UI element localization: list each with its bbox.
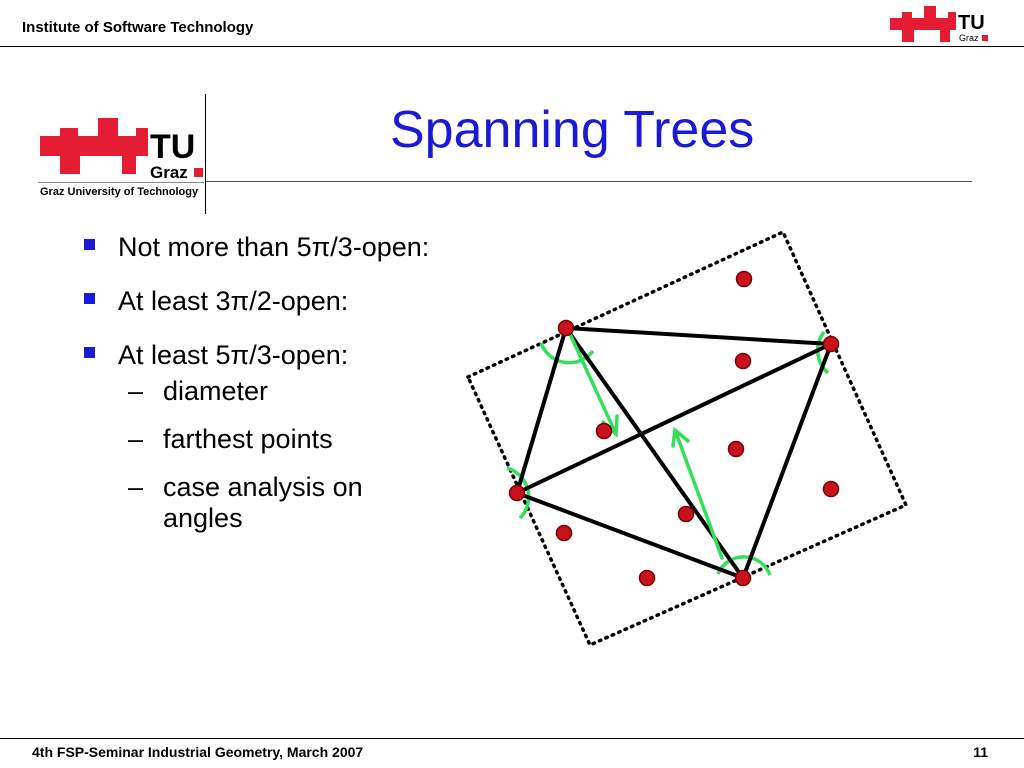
point-marker (557, 319, 575, 337)
point-marker (555, 524, 573, 542)
title-underline (206, 181, 972, 182)
bullet-item: At least 5π/3-open: (84, 336, 524, 376)
subbullet-item: – case analysis on angles (84, 472, 403, 534)
tu-graz-logo: TU Graz Graz University of Technology (38, 118, 204, 198)
point-marker (595, 422, 613, 440)
dash-icon: – (128, 376, 144, 406)
bounding-rectangle (465, 229, 909, 648)
subbullet-item: – farthest points (84, 424, 524, 455)
header-divider (0, 46, 1024, 47)
footer-event: 4th FSP-Seminar Industrial Geometry, Mar… (32, 744, 364, 760)
logo-university: Graz University of Technology (40, 186, 199, 198)
angle-arc (716, 555, 772, 576)
subbullet-text: diameter (163, 376, 269, 406)
subbullet-item: – diameter (84, 376, 524, 407)
footer-divider (0, 738, 1024, 739)
edge-line (515, 327, 568, 494)
dash-icon: – (128, 472, 144, 502)
logo-divider (205, 94, 206, 214)
logo-tu: TU (150, 128, 195, 166)
point-marker (822, 480, 840, 498)
point-marker (734, 352, 752, 370)
dash-icon: – (128, 424, 144, 454)
spanning-tree-figure (465, 229, 909, 648)
bullet-square-icon (84, 347, 95, 358)
point-marker (638, 569, 656, 587)
logo-small-tu: TU (958, 12, 985, 34)
slide-title: Spanning Trees (390, 101, 755, 159)
subbullet-text: farthest points (163, 424, 333, 454)
bullet-square-icon (84, 293, 95, 304)
edge-line (516, 491, 744, 580)
arrow-line (673, 428, 724, 560)
bullet-item: Not more than 5π/3-open: (84, 228, 524, 282)
edge-line (516, 342, 832, 495)
point-marker (677, 505, 695, 523)
arrow-head (671, 426, 690, 448)
point-marker (727, 440, 745, 458)
tu-graz-logo-small: TU Graz (890, 6, 988, 43)
point-marker (822, 335, 840, 353)
point-marker (735, 270, 753, 288)
angle-arc (816, 330, 830, 375)
bullet-text: Not more than 5π/3-open: (118, 232, 430, 262)
bullet-text: At least 5π/3-open: (118, 340, 349, 370)
point-marker (508, 484, 526, 502)
bullet-item: At least 3π/2-open: (84, 282, 524, 336)
arrow-line (568, 332, 618, 436)
edge-line (565, 326, 832, 346)
edge-line (741, 343, 833, 579)
subbullet-text: case analysis on angles (163, 472, 363, 533)
bullet-list: Not more than 5π/3-open: At least 3π/2-o… (84, 228, 524, 551)
institute-name: Institute of Software Technology (22, 19, 254, 36)
logo-small-graz: Graz (959, 33, 979, 43)
page-number: 11 (973, 744, 988, 760)
point-marker (734, 569, 752, 587)
bullet-text: At least 3π/2-open: (118, 286, 349, 316)
logo-graz: Graz (150, 163, 188, 182)
bullet-square-icon (84, 239, 95, 250)
